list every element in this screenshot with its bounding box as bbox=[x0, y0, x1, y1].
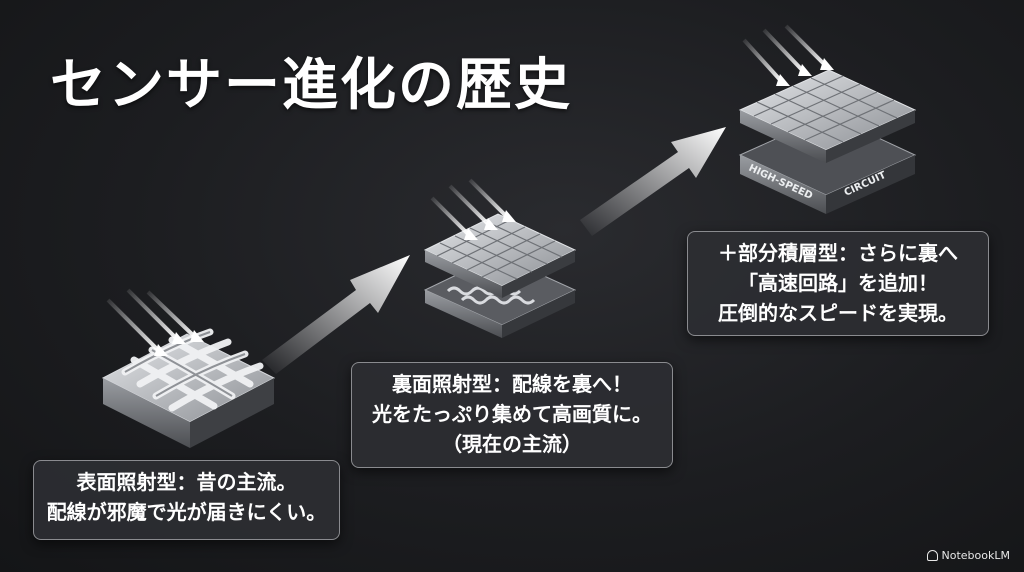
caption-line: 表面照射型：昔の主流。 bbox=[76, 470, 297, 494]
arrow-1 bbox=[262, 255, 410, 374]
caption-line: 「高速回路」を追加！ bbox=[738, 271, 938, 295]
chip-front-illuminated bbox=[101, 288, 276, 448]
slide-title: センサー進化の歴史 bbox=[50, 53, 572, 118]
caption-front-illuminated: 表面照射型：昔の主流。 配線が邪魔で光が届きにくい。 bbox=[33, 460, 340, 540]
caption-stacked: ＋部分積層型：さらに裏へ 「高速回路」を追加！ 圧倒的なスピードを実現。 bbox=[687, 231, 989, 336]
caption-back-illuminated: 裏面照射型：配線を裏へ！ 光をたっぷり集めて高画質に。 （現在の主流） bbox=[351, 362, 673, 468]
chip-back-illuminated bbox=[423, 178, 577, 338]
chip-stacked: HIGH-SPEED CIRCUIT bbox=[738, 24, 917, 214]
brand-watermark: NotebookLM bbox=[926, 549, 1010, 562]
caption-line: （現在の主流） bbox=[442, 432, 582, 456]
caption-line: 裏面照射型：配線を裏へ！ bbox=[392, 372, 632, 396]
brand-name: NotebookLM bbox=[941, 549, 1010, 562]
caption-line: 配線が邪魔で光が届きにくい。 bbox=[46, 500, 327, 524]
caption-line: ＋部分積層型：さらに裏へ bbox=[718, 241, 958, 265]
notebooklm-logo-icon bbox=[926, 550, 938, 561]
caption-line: 圧倒的なスピードを実現。 bbox=[718, 301, 958, 325]
caption-line: 光をたっぷり集めて高画質に。 bbox=[372, 402, 652, 426]
arrow-2 bbox=[580, 127, 726, 236]
